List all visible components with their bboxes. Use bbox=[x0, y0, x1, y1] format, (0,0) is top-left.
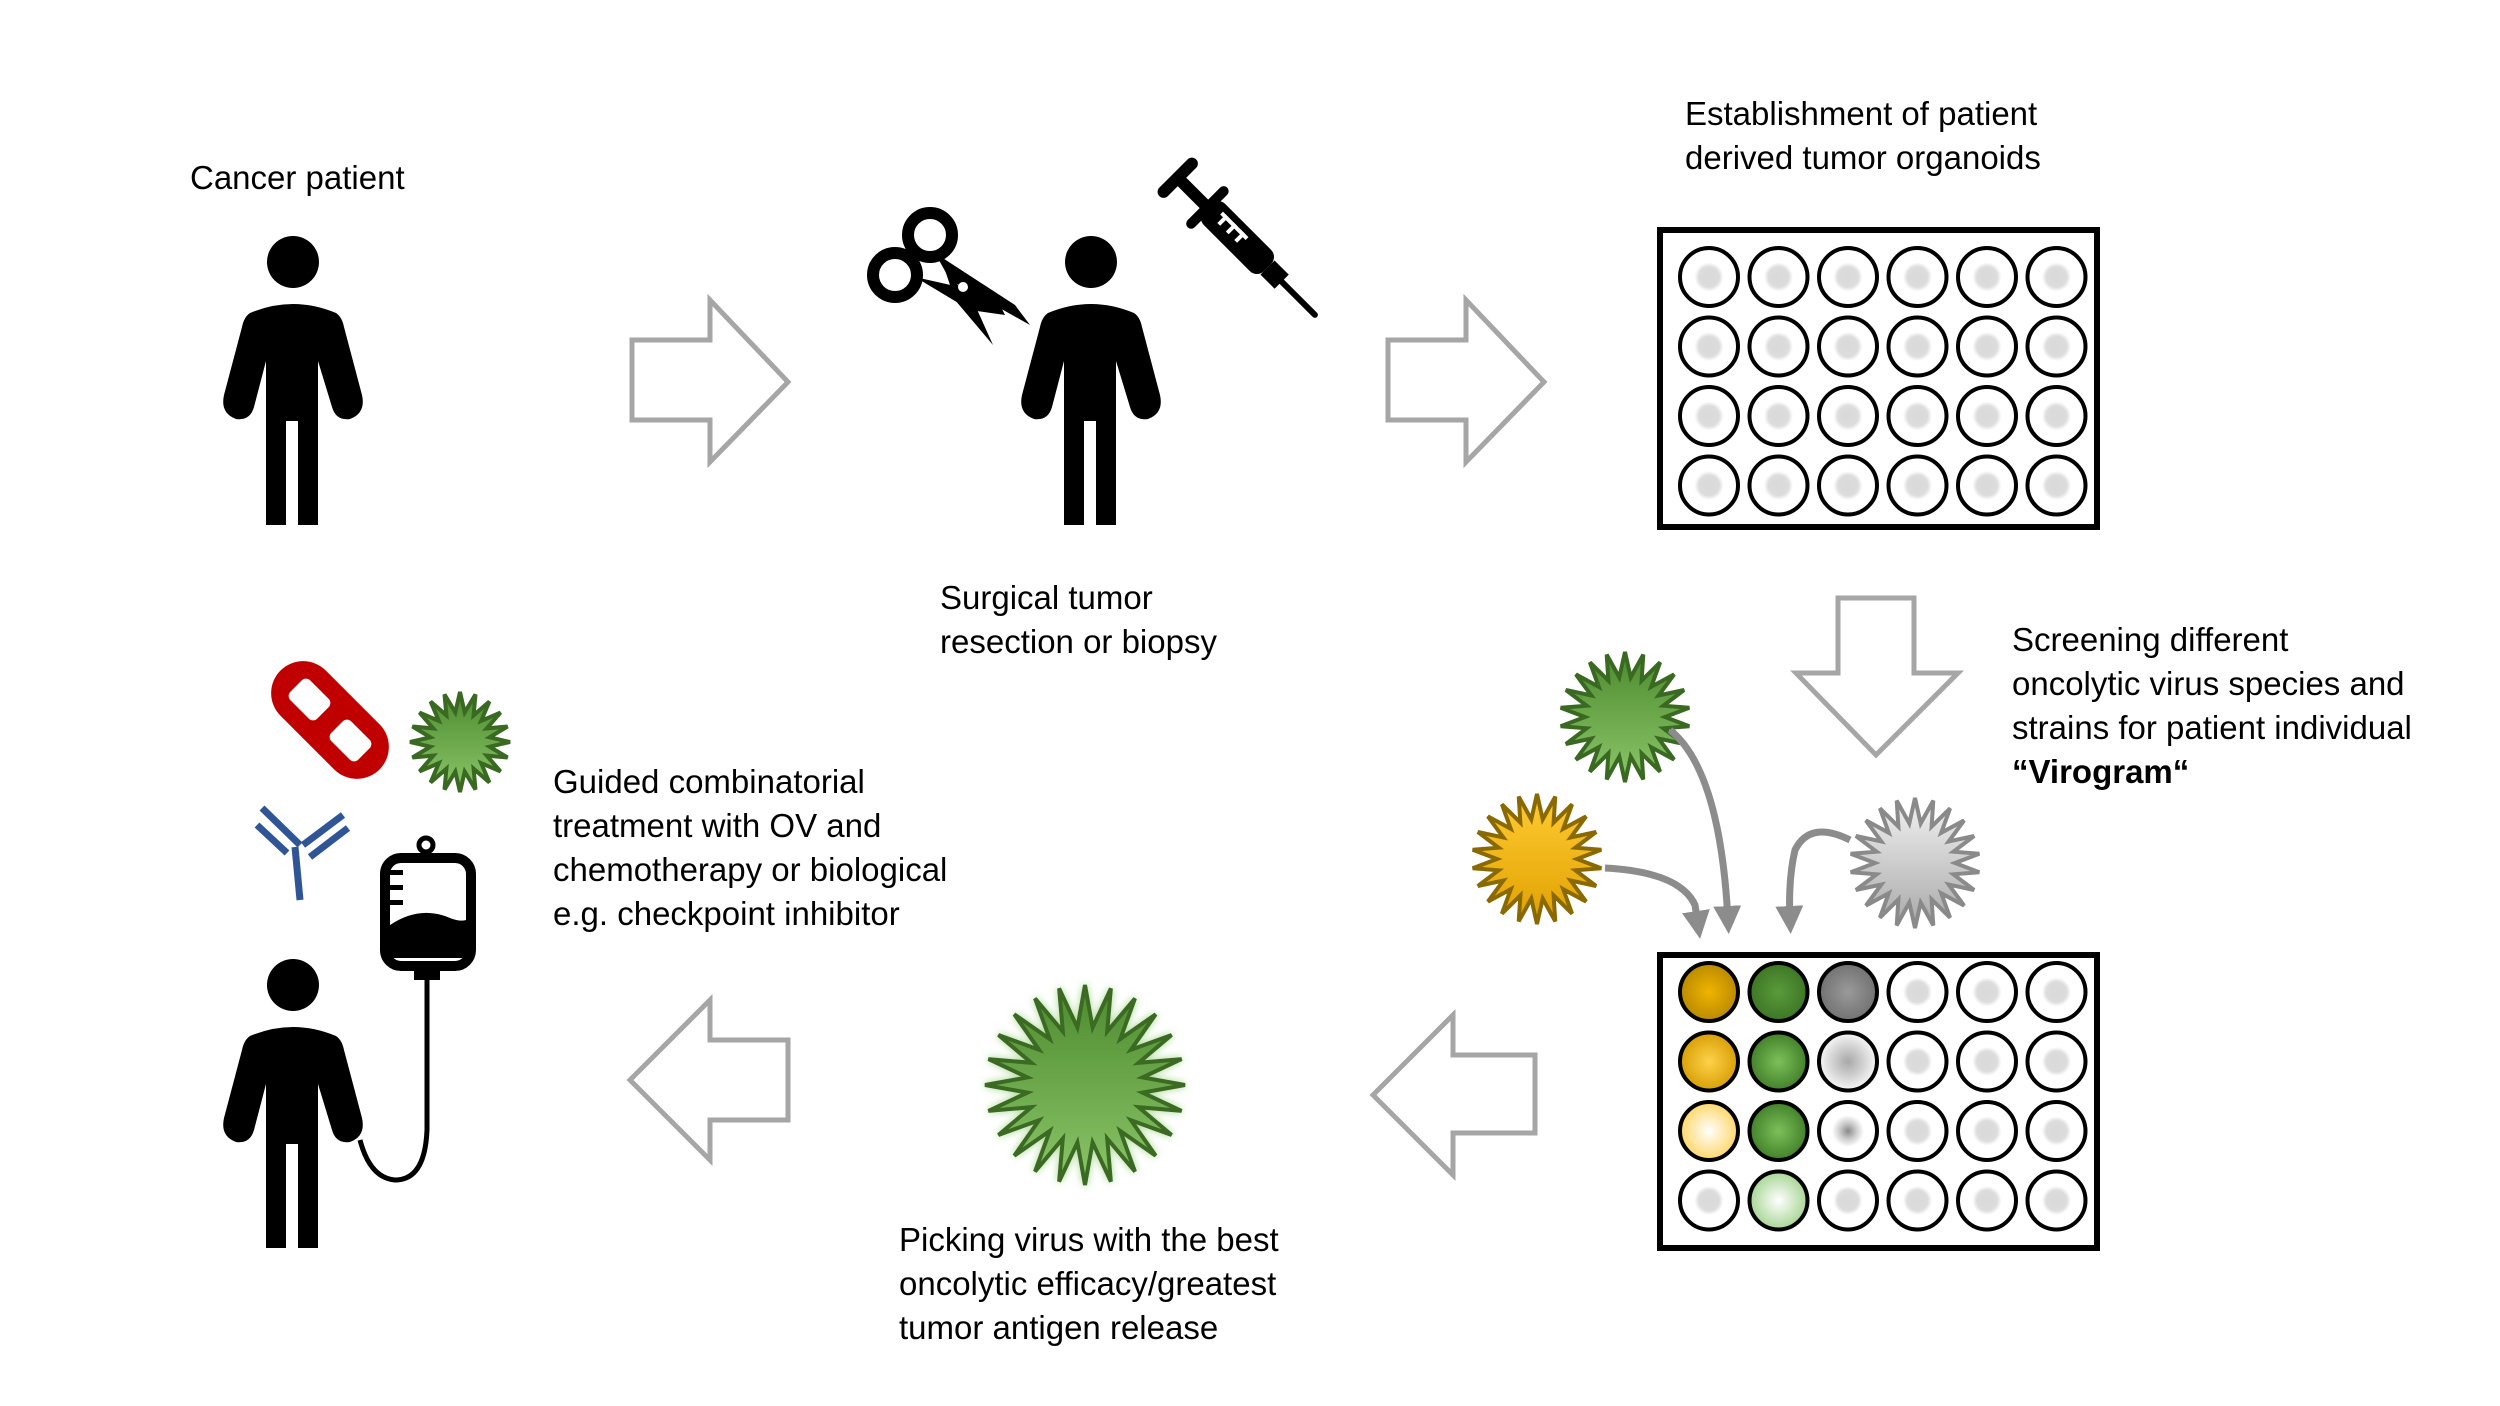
virus-green-icon bbox=[1559, 651, 1691, 783]
plate-well bbox=[2025, 1030, 2088, 1093]
label-line: tumor antigen release bbox=[899, 1309, 1219, 1346]
virogram-plate bbox=[1657, 952, 2100, 1251]
plate-well bbox=[1747, 315, 1810, 378]
plate-well-gray-full bbox=[1817, 961, 1879, 1023]
plate-well bbox=[1886, 246, 1949, 308]
plate-well bbox=[1747, 246, 1810, 308]
virus-yellow-icon bbox=[1471, 793, 1603, 925]
label-line: oncolytic efficacy/greatest bbox=[899, 1265, 1277, 1302]
virus-shape bbox=[409, 691, 511, 793]
label-line: treatment with OV and bbox=[553, 807, 882, 844]
curved-arrow-icon bbox=[1775, 828, 1852, 934]
plate-well bbox=[1817, 1169, 1879, 1232]
curved-arrow-icon bbox=[1604, 864, 1710, 939]
plate-well bbox=[1817, 315, 1879, 378]
label-line: derived tumor organoids bbox=[1685, 139, 2041, 176]
virogram-term: “Virogram“ bbox=[2012, 753, 2190, 790]
virus-selected-icon bbox=[984, 984, 1186, 1186]
plate-well bbox=[1886, 315, 1949, 378]
label-line: Picking virus with the best bbox=[899, 1221, 1279, 1258]
person-icon bbox=[223, 959, 363, 1248]
label-line: resection or biopsy bbox=[940, 623, 1217, 660]
arrow-right-icon bbox=[629, 293, 792, 469]
plate-well bbox=[1886, 1169, 1949, 1232]
plate-well-green-pale bbox=[1747, 1169, 1810, 1232]
plate-well bbox=[1956, 961, 2018, 1023]
plate-well bbox=[1747, 385, 1810, 447]
plate-well bbox=[2025, 315, 2088, 378]
plate-well bbox=[1747, 454, 1810, 517]
step-label-organoids: Establishment of patient derived tumor o… bbox=[1685, 92, 2041, 180]
plate-well bbox=[1956, 385, 2018, 447]
plate-well-yellow-bright bbox=[1678, 1030, 1740, 1093]
organoid-plate bbox=[1657, 227, 2100, 530]
plate-well bbox=[2025, 246, 2088, 308]
plate-well bbox=[1956, 1030, 2018, 1093]
arrow-right-icon bbox=[1385, 293, 1548, 469]
plate-well bbox=[1678, 1169, 1740, 1232]
arrow-down-icon bbox=[1790, 595, 1965, 759]
syringe-icon bbox=[1157, 157, 1318, 318]
virus-shape bbox=[984, 984, 1186, 1186]
label-line: Surgical tumor bbox=[940, 579, 1153, 616]
plate-well-green-medium bbox=[1747, 1100, 1810, 1162]
step-label-picking: Picking virus with the best oncolytic ef… bbox=[899, 1218, 1279, 1350]
plate-well-gray-dot bbox=[1817, 1100, 1879, 1162]
step-label-surgery: Surgical tumor resection or biopsy bbox=[940, 576, 1217, 664]
arrow-left-icon bbox=[1369, 1008, 1538, 1182]
plate-well bbox=[1678, 454, 1740, 517]
plate-well bbox=[1956, 315, 2018, 378]
curved-arrow-icon bbox=[1667, 727, 1742, 934]
antibody-icon bbox=[254, 805, 351, 901]
person-icon bbox=[1021, 236, 1161, 525]
virus-shape bbox=[1849, 797, 1981, 929]
plate-well bbox=[2025, 385, 2088, 447]
label-line: chemotherapy or biological bbox=[553, 851, 948, 888]
plate-well bbox=[1817, 246, 1879, 308]
label-line: Screening different bbox=[2012, 621, 2289, 658]
plate-well-green-medium bbox=[1747, 1030, 1810, 1093]
person-icon bbox=[223, 236, 363, 525]
scissors-icon bbox=[867, 207, 1030, 345]
plate-well-yellow-pale bbox=[1678, 1100, 1740, 1162]
iv-bag-icon bbox=[357, 835, 476, 1183]
plate-well bbox=[1956, 1100, 2018, 1162]
plate-well-gray-light bbox=[1817, 1030, 1879, 1093]
label-line: e.g. checkpoint inhibitor bbox=[553, 895, 900, 932]
label-line: strains for patient individual bbox=[2012, 709, 2412, 746]
plate-well bbox=[1956, 454, 2018, 517]
label-line: Guided combinatorial bbox=[553, 763, 865, 800]
pill-icon bbox=[271, 661, 389, 779]
virus-green-icon bbox=[409, 691, 511, 793]
virus-shape bbox=[1559, 651, 1691, 783]
plate-well bbox=[1886, 1100, 1949, 1162]
plate-well bbox=[1956, 1169, 2018, 1232]
step-label-screening: Screening different oncolytic virus spec… bbox=[2012, 618, 2412, 794]
step-label-treatment: Guided combinatorial treatment with OV a… bbox=[553, 760, 947, 936]
plate-well bbox=[1678, 246, 1740, 308]
virus-shape bbox=[1471, 793, 1603, 925]
label-line: oncolytic virus species and bbox=[2012, 665, 2405, 702]
plate-well bbox=[2025, 1169, 2088, 1232]
plate-well bbox=[2025, 454, 2088, 517]
arrow-left-icon bbox=[626, 993, 791, 1167]
virus-gray-icon bbox=[1849, 797, 1981, 929]
plate-well-yellow-full bbox=[1678, 961, 1740, 1023]
plate-well bbox=[2025, 1100, 2088, 1162]
plate-well bbox=[1886, 385, 1949, 447]
plate-well bbox=[1886, 454, 1949, 517]
plate-well bbox=[1817, 454, 1879, 517]
plate-well bbox=[1817, 385, 1879, 447]
plate-well bbox=[1956, 246, 2018, 308]
step-label-cancer-patient: Cancer patient bbox=[190, 156, 405, 200]
label-line: Cancer patient bbox=[190, 159, 405, 196]
plate-well bbox=[2025, 961, 2088, 1023]
plate-well-green-full bbox=[1747, 961, 1810, 1023]
label-line: Establishment of patient bbox=[1685, 95, 2038, 132]
plate-well bbox=[1678, 315, 1740, 378]
plate-well bbox=[1886, 1030, 1949, 1093]
plate-well bbox=[1678, 385, 1740, 447]
plate-well bbox=[1886, 961, 1949, 1023]
